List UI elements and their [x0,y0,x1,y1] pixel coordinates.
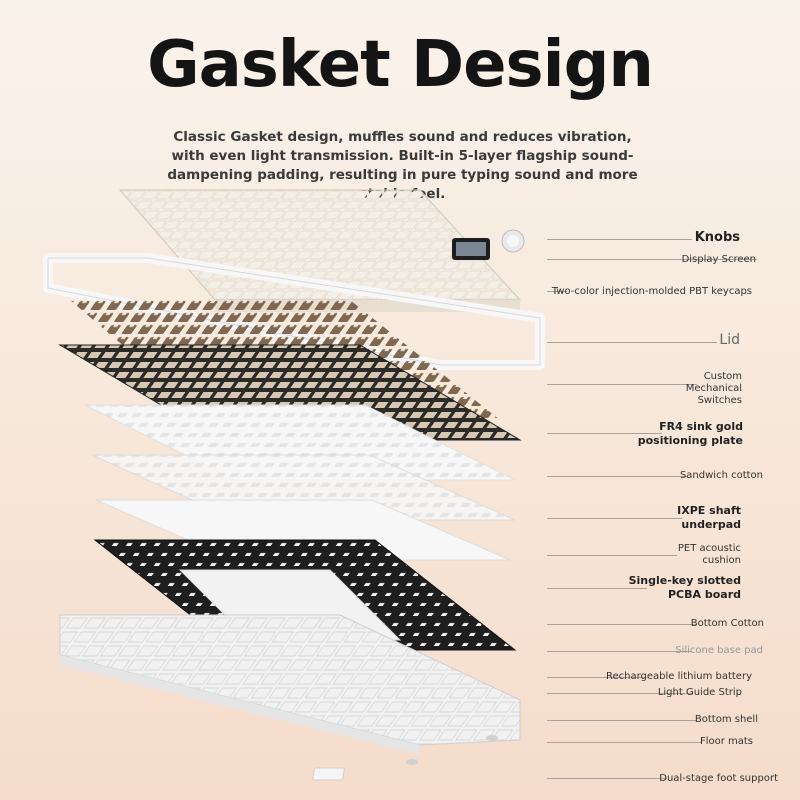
page-title: Gasket Design [147,28,654,102]
leader-line-switches [547,384,697,385]
foot-support [312,767,345,781]
leader-line-silicone [547,651,692,652]
label-switches: Custom Mechanical Switches [685,371,742,406]
leader-line-plate [547,433,662,434]
label-silicone: Silicone base pad [675,645,763,656]
display-screen [452,238,490,260]
label-knobs: Knobs [694,230,740,245]
leader-line-sandwich [547,476,687,477]
leader-line-battery [547,677,647,678]
floor-mats [406,735,498,765]
leader-line-bottom-cotton [547,624,697,625]
label-pcba: Single-key slotted PCBA board [628,574,741,601]
leader-line-knobs [547,239,692,240]
label-sandwich-cotton: Sandwich cotton [679,470,763,481]
leader-line-foot [547,778,667,779]
label-bottom-shell: Bottom shell [694,714,758,725]
leader-line-light-guide [547,693,692,694]
leader-line-ixpe [547,518,682,519]
label-battery: Rechargeable lithium battery [606,671,752,682]
knob-icon [501,229,525,253]
label-ixpe: IXPE shaft underpad [677,504,741,531]
lid-frame [43,253,545,370]
leader-line-floor-mats [547,742,702,743]
label-display-screen: Display Screen [681,254,756,265]
label-keycaps: Two-color injection-molded PBT keycaps [551,286,752,297]
label-light-guide: Light Guide Strip [657,687,742,698]
label-plate: FR4 sink gold positioning plate [637,420,743,447]
label-pet: PET acoustic cushion [677,543,741,566]
label-lid: Lid [719,332,740,348]
leader-line-lid [547,342,717,343]
leader-line-keycaps [547,291,567,292]
ixpe-underpad-layer [91,454,516,521]
leader-line-pcba [547,588,647,589]
leader-line-pet [547,555,677,556]
leader-line-display [547,259,757,260]
leader-line-bottom-shell [547,720,697,721]
description-text: Classic Gasket design, muffles sound and… [167,129,638,202]
label-floor-mats: Floor mats [699,736,753,747]
label-foot-support: Dual-stage foot support [659,773,778,784]
label-bottom-cotton: Bottom Cotton [690,618,764,629]
bottom-shell [59,614,521,755]
